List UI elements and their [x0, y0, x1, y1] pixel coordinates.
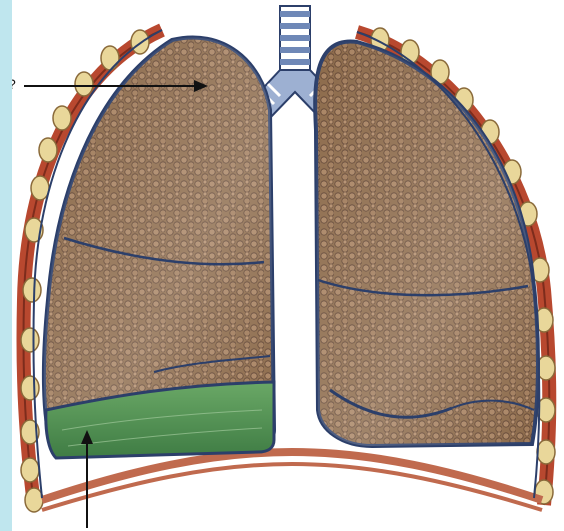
- diagram-frame: ?: [12, 0, 564, 531]
- right-lung: [315, 42, 538, 446]
- lung-diagram: [12, 0, 564, 531]
- diaphragm: [42, 452, 542, 510]
- top-left-label: ?: [12, 76, 16, 92]
